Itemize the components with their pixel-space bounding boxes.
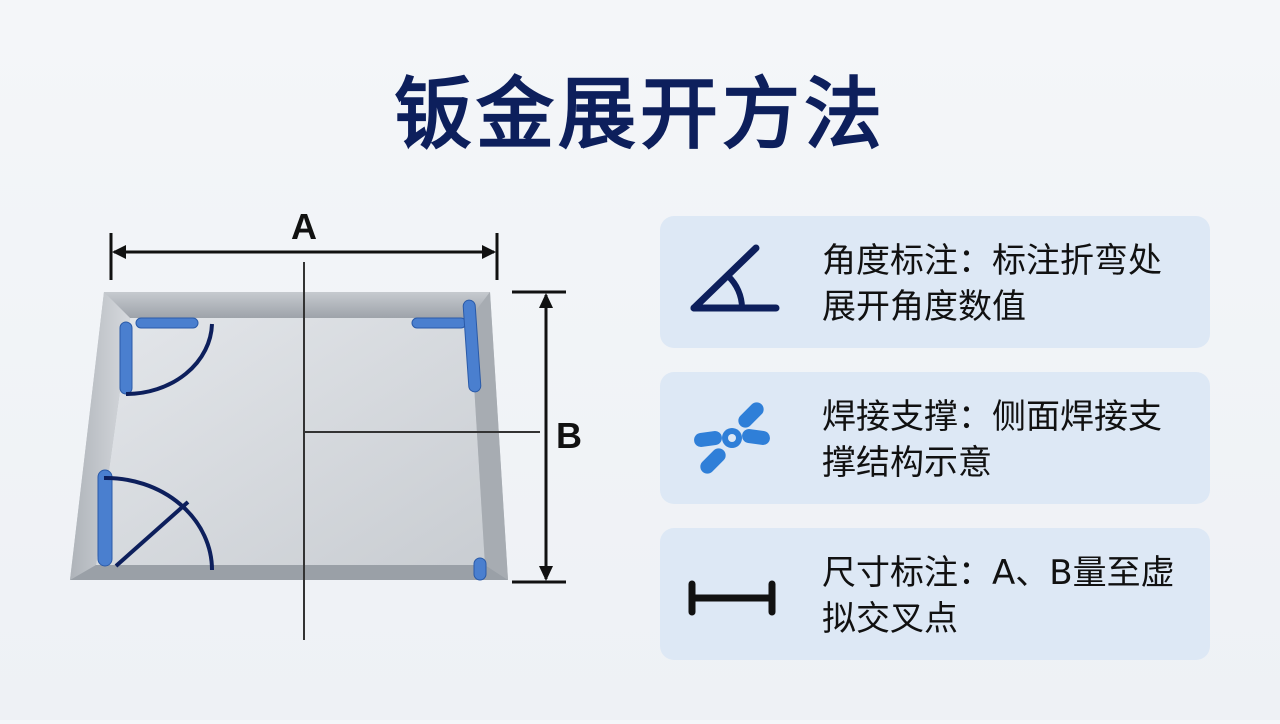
dim-b-arrow-bottom (539, 566, 553, 581)
dim-b-arrow-top (539, 293, 553, 308)
weld-bead-left-upper (119, 321, 133, 395)
angle-arc-lower (103, 475, 214, 571)
card-weld-text: 焊接支撑：侧面焊接支撑结构示意 (822, 397, 1162, 483)
dimension-icon (684, 550, 780, 638)
sheet-metal-diagram: A B (0, 0, 640, 720)
weld-bead-right-upper (462, 299, 482, 393)
weld-bead-top-left (135, 317, 199, 329)
card-angle-text: 角度标注：标注折弯处展开角度数值 (822, 241, 1162, 327)
weld-bead-top-right (411, 317, 467, 329)
angle-arc-upper (125, 323, 214, 396)
dim-a-arrow-left (112, 245, 126, 259)
card-dimension-text: 尺寸标注：A、B量至虚拟交叉点 (822, 553, 1175, 639)
angle-radius-line (114, 500, 190, 568)
angle-icon (684, 238, 780, 326)
tray-front-lip (70, 565, 508, 580)
dim-a-arrow-right (482, 245, 496, 259)
tray-back-wall (104, 292, 490, 318)
dim-a-label: A (291, 206, 317, 247)
dim-b-label: B (556, 415, 582, 456)
card-dimension: 尺寸标注：A、B量至虚拟交叉点 (660, 528, 1210, 660)
card-weld-support: 焊接支撑：侧面焊接支撑结构示意 (660, 372, 1210, 504)
sheet-metal-tray-drawing (70, 233, 566, 640)
tray-left-wall (70, 292, 130, 580)
card-angle-annotation: 角度标注：标注折弯处展开角度数值 (660, 216, 1210, 348)
page-title: 钣金展开方法 (393, 70, 886, 160)
weld-bead-right-lower (473, 557, 487, 581)
weld-support-icon (684, 394, 780, 482)
weld-bead-left-lower (97, 469, 113, 567)
tray-floor (96, 318, 485, 565)
